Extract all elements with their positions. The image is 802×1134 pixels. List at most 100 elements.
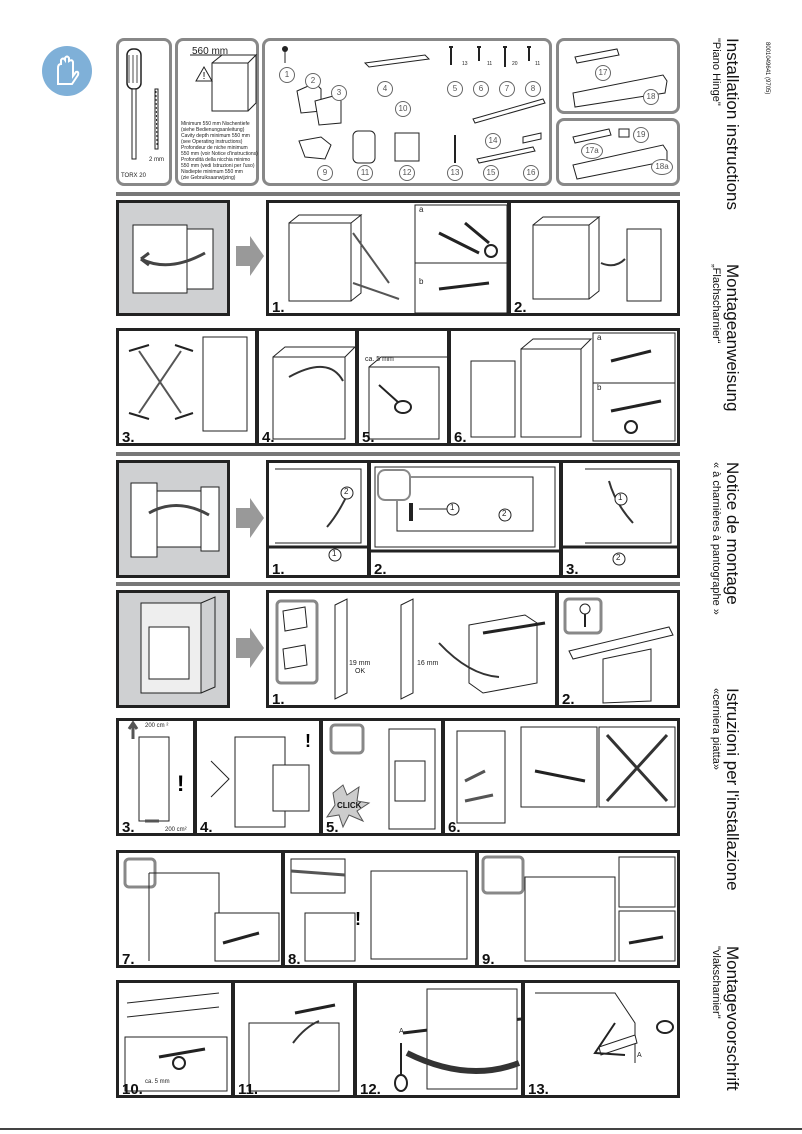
fridge-door-sketch bbox=[132, 224, 214, 294]
niche-panel: 560 mm ! Minimum 550 mm Nischentiefe (si… bbox=[175, 38, 259, 186]
step-number: 5. bbox=[362, 429, 375, 446]
step-drawing bbox=[394, 988, 521, 1092]
step-number: 1. bbox=[272, 299, 285, 316]
step-panel: 2. bbox=[508, 200, 680, 316]
step-number: 11. bbox=[238, 1081, 259, 1098]
step-panel: A 13. bbox=[522, 980, 680, 1098]
cover-parts-panel-b: 17a 19 18a bbox=[556, 118, 680, 186]
step-panel: A 12. bbox=[354, 980, 524, 1098]
step-panel: 6. a b bbox=[448, 328, 680, 446]
dimension-ok-label: OK bbox=[355, 668, 366, 675]
step-panel: 11. bbox=[232, 980, 356, 1098]
order-mark: 1 bbox=[618, 493, 623, 502]
niche-width-label: 560 mm bbox=[192, 46, 229, 57]
svg-text:!: ! bbox=[177, 771, 184, 796]
tools-panel: TORX 20 2 mm bbox=[116, 38, 172, 186]
step-number: 2. bbox=[562, 691, 575, 708]
step-drawing bbox=[128, 336, 248, 432]
order-mark: 2 bbox=[502, 509, 507, 518]
dimension-label: ca. 5 mm bbox=[145, 1079, 170, 1085]
step-drawing bbox=[272, 346, 355, 440]
step-panel: CLICK 5. bbox=[320, 718, 444, 836]
step-drawing: ! bbox=[127, 721, 184, 823]
part-label: 19 bbox=[633, 127, 649, 143]
section-divider bbox=[116, 192, 680, 196]
title-de: Montageanweisung bbox=[723, 264, 742, 412]
flow-arrow-icon bbox=[236, 628, 264, 668]
sub-step-label: b bbox=[419, 277, 424, 286]
overview-door-panel bbox=[116, 460, 230, 578]
torx-label: TORX 20 bbox=[121, 173, 146, 179]
vent-area-label: 200 cm ² bbox=[145, 723, 169, 729]
niche-note: Nisdiepte minimum 550 mm bbox=[181, 169, 243, 175]
step-panel: 4. bbox=[256, 328, 358, 446]
screw-dimension: 11 bbox=[487, 61, 493, 67]
detail-inset bbox=[377, 469, 411, 501]
step-drawing bbox=[124, 992, 228, 1092]
click-label: CLICK bbox=[337, 801, 362, 810]
bottom-rule bbox=[0, 1128, 802, 1130]
dimension-label: ca. 5 mm bbox=[365, 356, 394, 363]
title-nl: Montagevoorschrift bbox=[723, 946, 742, 1091]
step-number: 7. bbox=[122, 951, 135, 968]
svg-text:!: ! bbox=[305, 731, 311, 751]
step-number: 10. bbox=[122, 1081, 143, 1098]
title-it: Istruzioni per l'installazione bbox=[723, 688, 742, 891]
step-panel: 1. a b bbox=[266, 200, 510, 316]
niche-note: Profondeur de niche minimum bbox=[181, 145, 248, 151]
point-label: A bbox=[637, 1052, 642, 1059]
subtitle-en: "Piano Hinge" bbox=[710, 38, 722, 106]
title-en: Installation instructions bbox=[723, 38, 742, 210]
screw-dimension: 20 bbox=[512, 61, 518, 67]
subtitle-nl: "vlakscharnier" bbox=[710, 946, 722, 1019]
gloves-icon bbox=[42, 46, 92, 96]
step-panel: ! 4. bbox=[194, 718, 322, 836]
screw-dimension: 11 bbox=[535, 61, 541, 67]
part-label: 1 bbox=[279, 67, 295, 83]
step-panel: 9. bbox=[476, 850, 680, 968]
parts-panel: 1 2 3 4 5 6 7 8 10 9 11 12 13 14 15 16 1… bbox=[262, 38, 552, 186]
step-number: 9. bbox=[482, 951, 495, 968]
part-label: 9 bbox=[317, 165, 333, 181]
step-number: 12. bbox=[360, 1081, 381, 1098]
part-label: 17 bbox=[595, 65, 611, 81]
step-number: 1. bbox=[272, 691, 285, 708]
dimension-label: 16 mm bbox=[417, 660, 439, 667]
step-drawing bbox=[269, 468, 367, 562]
screw-dimension: 13 bbox=[462, 61, 468, 67]
niche-note: (zie Gebruiksaanwijzing) bbox=[181, 175, 236, 181]
part-label: 6 bbox=[473, 81, 489, 97]
step-drawing bbox=[456, 726, 676, 824]
step-drawing bbox=[563, 468, 677, 566]
niche-note: 550 mm (voir Notice d'instructions) bbox=[181, 151, 258, 157]
part-label: 5 bbox=[447, 81, 463, 97]
step-drawing bbox=[535, 992, 674, 1063]
step-number: 5. bbox=[326, 819, 339, 836]
part-label: 10 bbox=[395, 101, 411, 117]
sub-step-label: a bbox=[597, 333, 602, 342]
order-mark: 2 bbox=[616, 553, 621, 562]
niche-note: Profondità della nicchia minimo bbox=[181, 157, 251, 163]
step-number: 2. bbox=[374, 561, 387, 578]
niche-note: Cavity depth minimum 550 mm bbox=[181, 133, 250, 139]
point-label: A bbox=[399, 1028, 404, 1035]
step-number: 8. bbox=[288, 951, 301, 968]
part-label: 11 bbox=[357, 165, 373, 181]
step-panel: 7. bbox=[116, 850, 284, 968]
section-divider bbox=[116, 582, 680, 586]
part-label: 18 bbox=[643, 89, 659, 105]
niche-note: 550 mm (vedi Istruzioni per l'uso) bbox=[181, 163, 255, 169]
step-drawing bbox=[248, 1003, 340, 1092]
subtitle-it: «cerniera piatta» bbox=[710, 688, 722, 770]
step-number: 6. bbox=[454, 429, 467, 446]
part-label: 14 bbox=[485, 133, 501, 149]
step-drawing bbox=[275, 598, 546, 700]
step-panel: 1 2 3. bbox=[560, 460, 680, 578]
step-number: 4. bbox=[262, 429, 275, 446]
fridge-door-sketch bbox=[130, 482, 220, 558]
subtitle-de: „Flachscharnier“ bbox=[710, 264, 722, 344]
cabinet-sketch bbox=[140, 596, 216, 694]
step-panel: ! 200 cm ² 200 cm² 3. bbox=[116, 718, 196, 836]
bit-size-label: 2 mm bbox=[149, 157, 164, 163]
niche-note: (siehe Bedienungsanleitung) bbox=[181, 127, 245, 133]
